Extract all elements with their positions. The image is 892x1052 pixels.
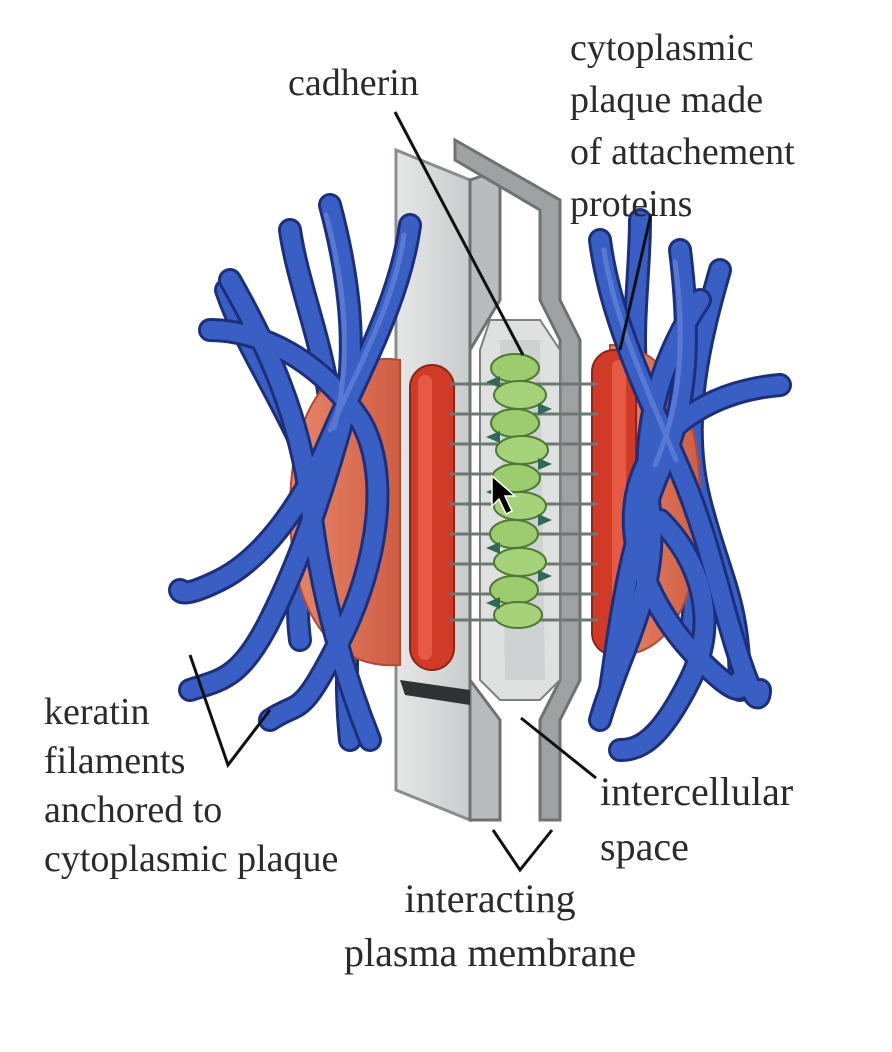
cadherin-leader-line	[393, 111, 525, 356]
space-leader-line	[520, 716, 597, 780]
cytoplasmic-plaque-label: cytoplasmic plaque made of attachement p…	[570, 22, 795, 230]
plaque-leader-line	[618, 213, 653, 351]
plaque-label-line: cytoplasmic	[570, 27, 754, 69]
membrane-leader-line	[491, 829, 554, 873]
plaque-label-line: proteins	[570, 183, 693, 225]
keratin-label-line: filaments	[44, 740, 186, 782]
space-label-line: space	[600, 824, 689, 869]
membrane-label-line: interacting	[404, 876, 576, 921]
keratin-label-line: keratin	[44, 691, 150, 733]
leader-lines	[188, 111, 653, 873]
arrow-cursor-icon	[491, 474, 518, 516]
keratin-filaments-front	[168, 193, 792, 762]
membrane-shadow	[400, 680, 470, 705]
keratin-label-line: anchored to	[44, 789, 223, 831]
cadherin-label: cadherin	[288, 62, 419, 104]
plaque-label-line: plaque made	[570, 79, 764, 121]
plaque-label-line: of attachement	[570, 131, 795, 173]
cadherin-protein	[493, 601, 543, 629]
plasma-membrane-label: interacting plasma membrane	[344, 872, 636, 980]
keratin-label-line: cytoplasmic plaque	[44, 838, 339, 880]
membrane-label-line: plasma membrane	[344, 930, 637, 975]
space-label-line: intercellular	[600, 769, 794, 814]
intercellular-space-label: intercellular space	[600, 764, 793, 874]
keratin-filaments-label: keratin filaments anchored to cytoplasmi…	[44, 688, 338, 884]
keratin-leader-line	[188, 654, 272, 769]
